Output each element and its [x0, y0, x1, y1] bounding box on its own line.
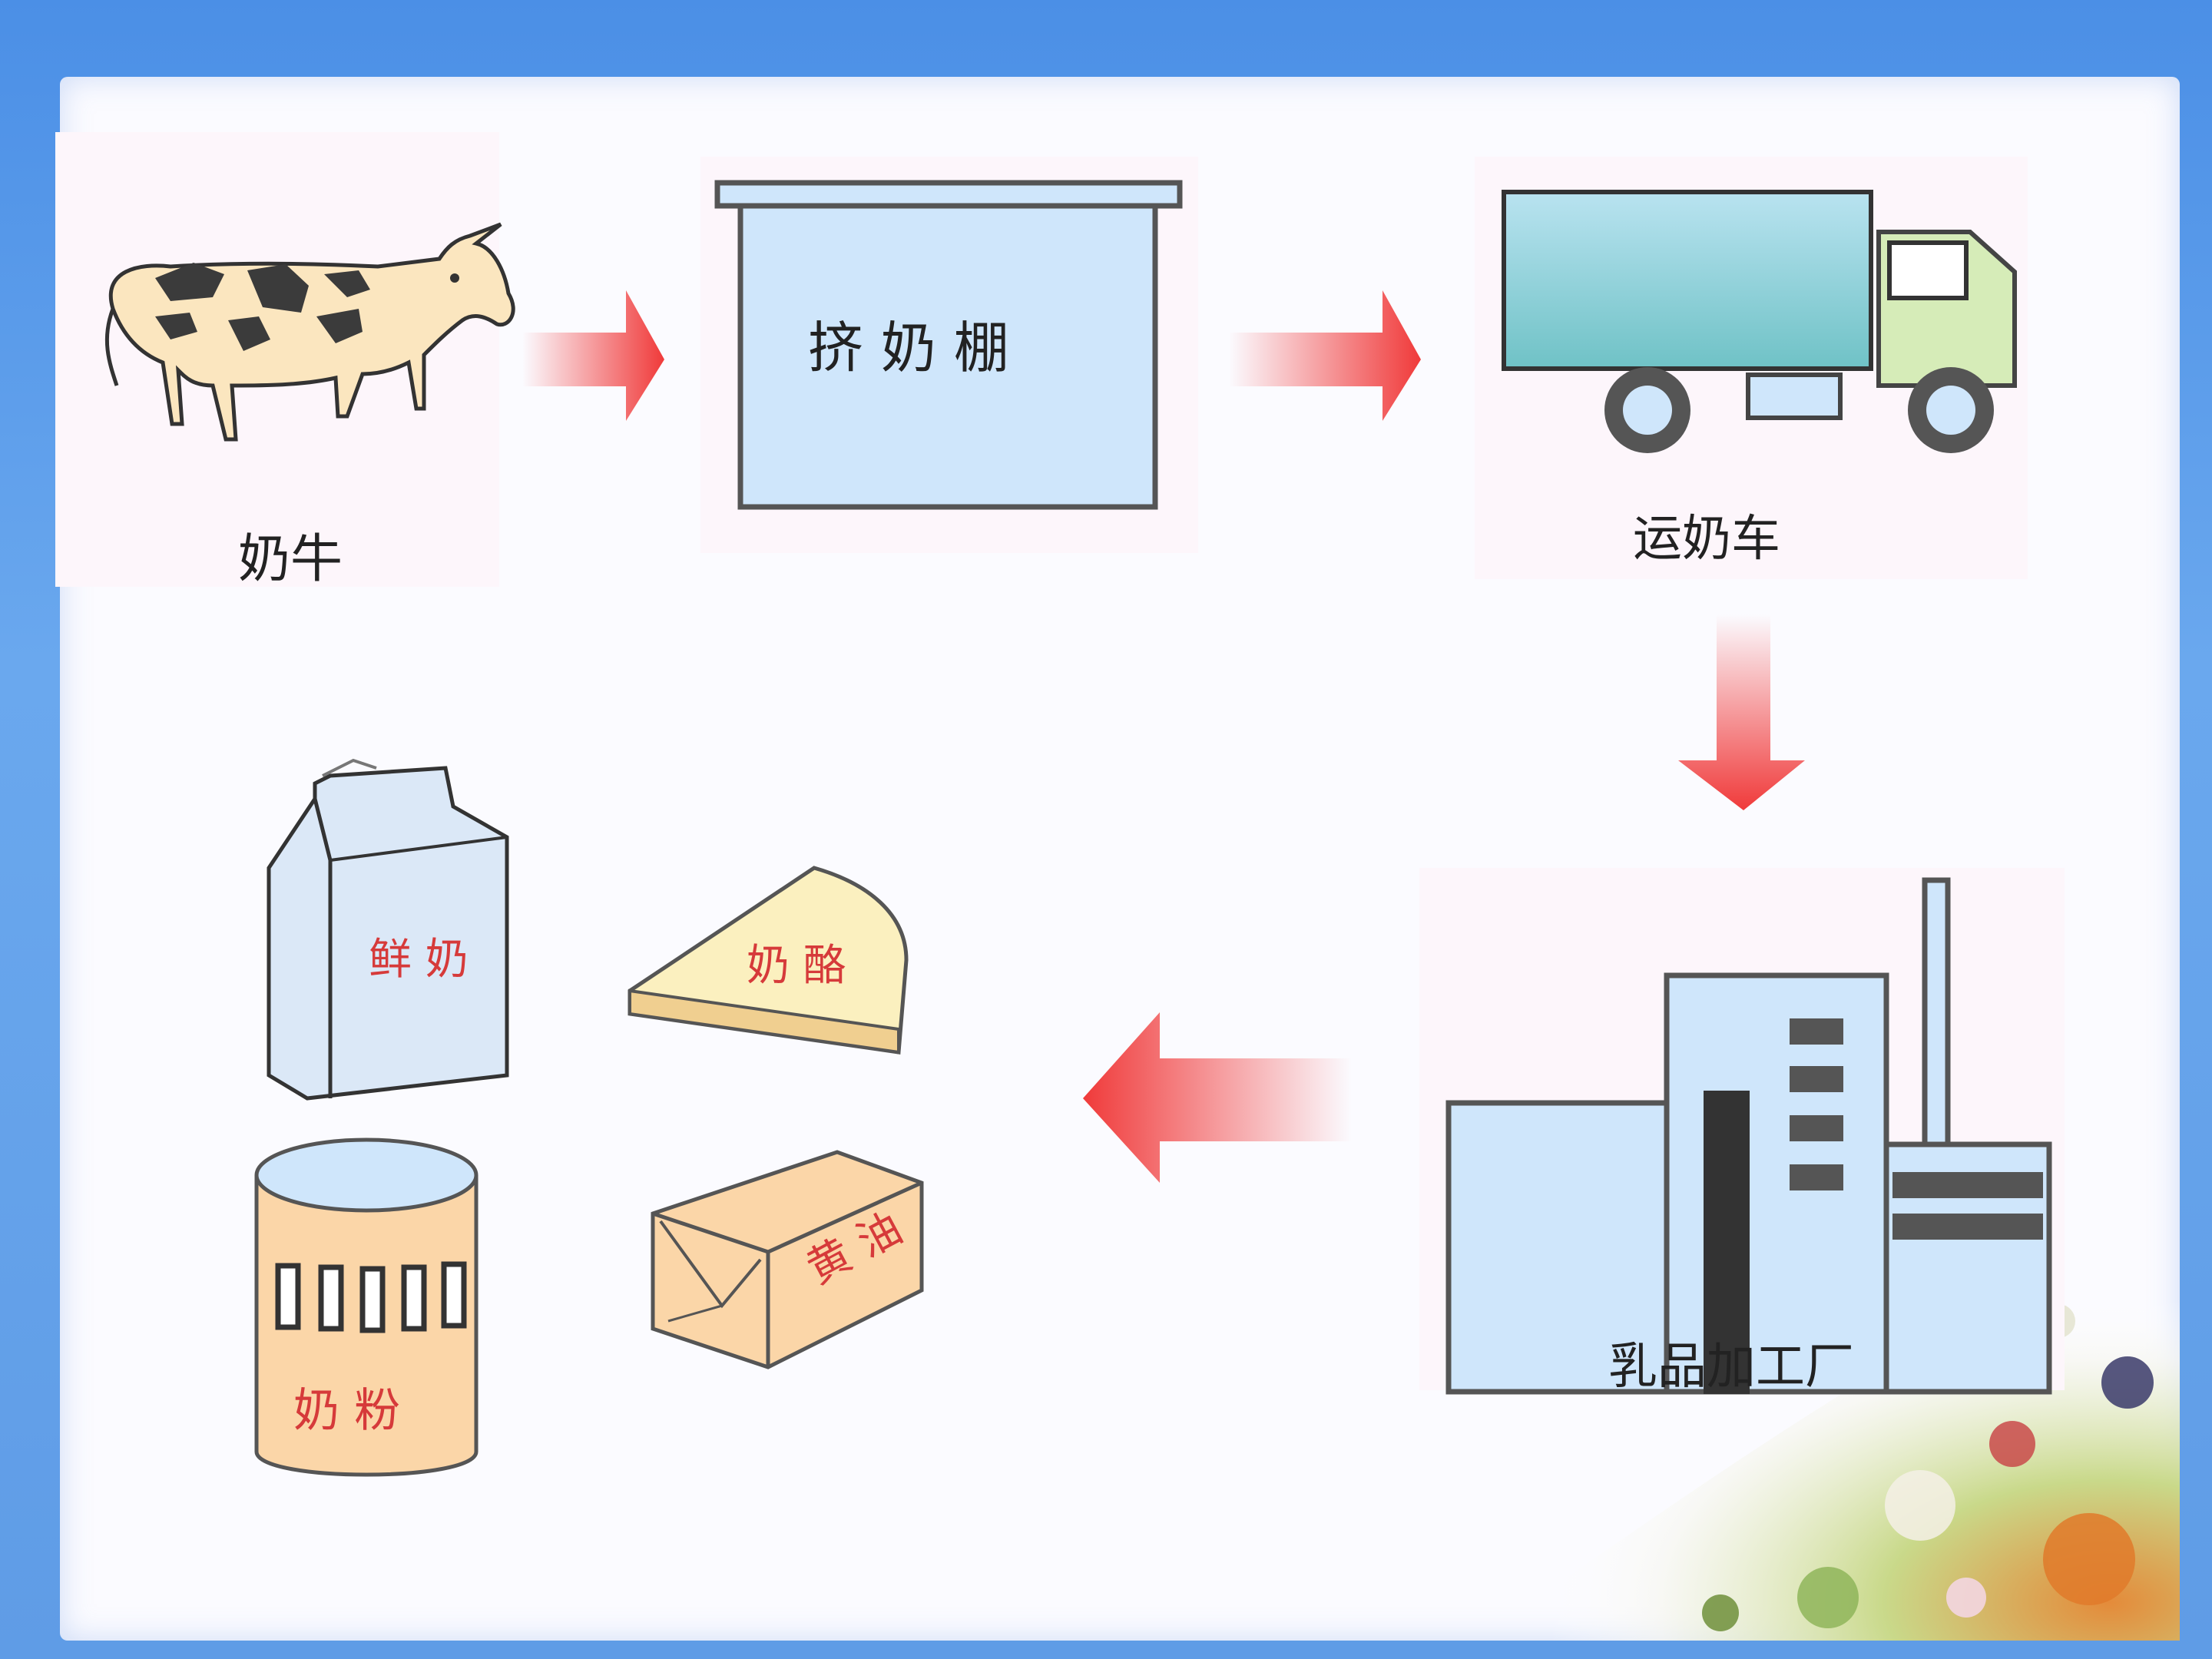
cheese-label: 奶 酪	[747, 941, 846, 991]
milk-truck-icon	[1502, 190, 2017, 453]
arrow-cow-to-shed	[522, 290, 664, 421]
milk-carton-icon	[267, 758, 509, 1101]
factory-icon	[1445, 877, 2052, 1395]
milk-powder-label: 奶 粉	[293, 1384, 401, 1438]
cow-icon	[104, 222, 515, 442]
arrow-truck-to-factory	[1678, 614, 1805, 810]
milk-powder-can-icon	[254, 1137, 478, 1477]
fresh-milk-label: 鲜 奶	[369, 935, 469, 985]
cheese-icon	[628, 866, 909, 1055]
milking-shed-icon	[714, 180, 1183, 510]
arrow-factory-to-products	[1083, 1012, 1352, 1183]
arrow-shed-to-truck	[1229, 290, 1421, 421]
milking-shed-label: 挤 奶 棚	[808, 316, 1009, 380]
butter-box-icon	[651, 1150, 924, 1369]
cow-label: 奶牛	[238, 529, 343, 590]
factory-label: 乳品加工厂	[1608, 1339, 1854, 1396]
milk-truck-label: 运奶车	[1633, 511, 1780, 568]
